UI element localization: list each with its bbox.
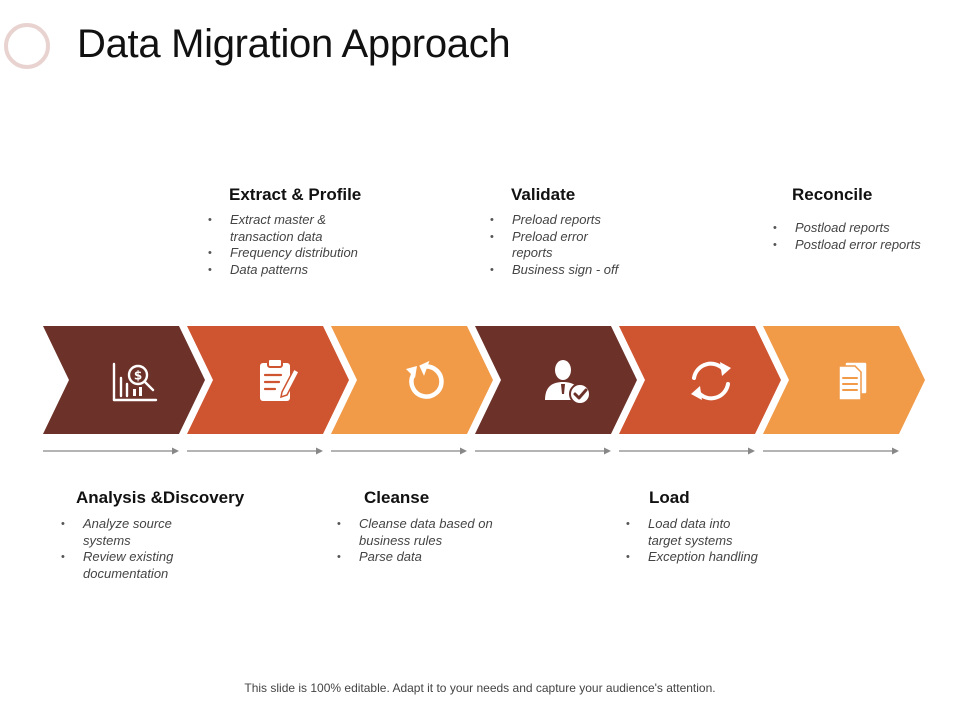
step-title-cleanse: Cleanse [364,488,430,507]
step-bullets-validate: Preload reports Preload error reports Bu… [490,212,640,278]
logo-ring-icon [4,23,50,69]
step-bullets-analysis-discovery: Analyze source systems Review existing d… [61,516,211,582]
chevron-cleanse [331,326,493,434]
step-title-extract-profile: Extract & Profile [229,185,362,204]
bullet-item: Preload reports [490,212,640,229]
step-title-analysis-discovery: Analysis &Discovery [76,488,245,507]
bullet-item: Postload reports [773,220,953,237]
step-title-load: Load [649,488,690,507]
chevron-validate [475,326,637,434]
bullet-item: Load data into target systems [626,516,751,549]
bullet-item: Cleanse data based on business rules [337,516,493,549]
bullet-item: Extract master & transaction data [208,212,368,245]
bullet-item: Frequency distribution [208,245,368,262]
clipboard-pen-icon [260,358,300,401]
flow-arrow [43,447,179,455]
step-bullets-reconcile: Postload reports Postload error reports [773,220,953,253]
flow-arrow [475,447,611,455]
chevron-analysis-discovery: $ [43,326,205,434]
flow-arrow [763,447,899,455]
sync-arrows-icon [691,361,731,401]
flow-arrow [619,447,755,455]
bullet-item: Data patterns [208,262,368,279]
step-title-validate: Validate [511,185,576,204]
step-bullets-cleanse: Cleanse data based on business rules Par… [337,516,497,566]
user-check-icon [545,360,591,405]
flow-arrow [331,447,467,455]
step-title-reconcile: Reconcile [792,185,873,204]
svg-text:$: $ [134,369,142,383]
documents-icon [838,361,868,401]
chart-magnifier-dollar-icon: $ [112,362,158,402]
chevron-reconcile [763,326,925,434]
refresh-arrow-icon [406,360,444,399]
bullet-item: Review existing documentation [61,549,196,582]
bullet-item: Postload error reports [773,237,953,254]
bullet-item: Preload error reports [490,229,602,262]
bullet-item: Exception handling [626,549,786,566]
bullet-item: Analyze source systems [61,516,186,549]
chevron-extract-profile [187,326,349,434]
footer-note: This slide is 100% editable. Adapt it to… [244,681,716,695]
bullet-item: Business sign - off [490,262,640,279]
step-bullets-load: Load data into target systems Exception … [626,516,786,566]
flow-arrow [187,447,323,455]
slide-title: Data Migration Approach [77,22,511,66]
chevron-load [619,326,781,434]
bullet-item: Parse data [337,549,497,566]
step-bullets-extract-profile: Extract master & transaction data Freque… [208,212,368,278]
